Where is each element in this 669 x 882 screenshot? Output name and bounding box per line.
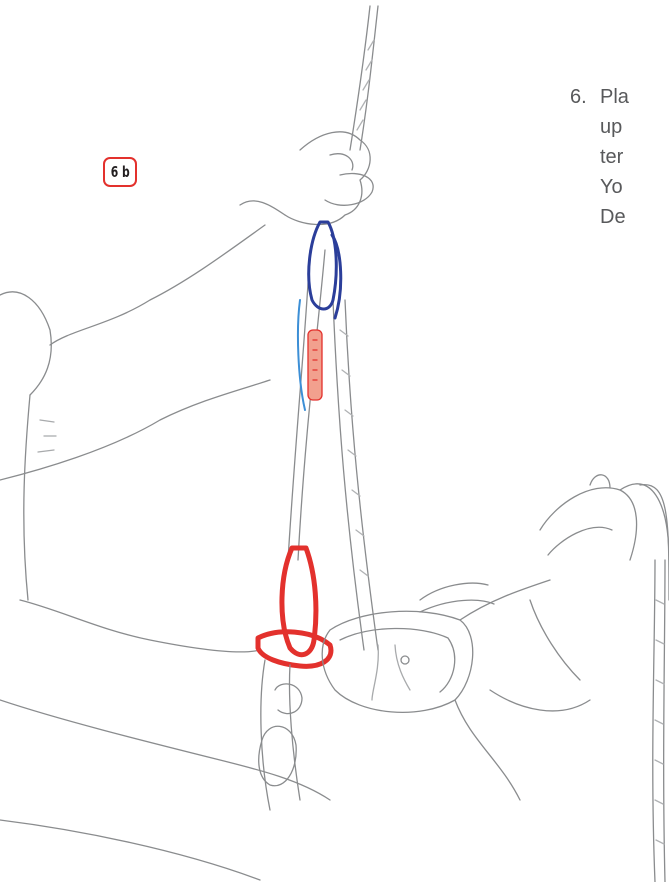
slack-rope-right xyxy=(620,484,669,882)
rescue-device xyxy=(322,580,550,712)
instruction-text: 6.Pla up ter Yo De xyxy=(570,82,669,382)
hand-lower xyxy=(455,475,637,800)
instruction-line: De xyxy=(570,202,669,232)
instruction-line-text: Pla xyxy=(600,86,629,108)
hand-upper xyxy=(240,132,373,225)
vertical-rope xyxy=(333,6,378,650)
red-carabiners xyxy=(258,548,331,666)
instruction-line: ter xyxy=(570,142,669,172)
figure-left xyxy=(0,225,330,880)
instruction-line: 6.Pla xyxy=(570,82,669,112)
sling-and-pulley xyxy=(288,250,325,560)
harness-hardware xyxy=(259,660,302,810)
instruction-line: Yo xyxy=(570,172,669,202)
step-badge-label: 6 b xyxy=(110,163,129,181)
step-number: 6. xyxy=(570,82,600,112)
instruction-line: up xyxy=(570,112,669,142)
step-badge: 6 b xyxy=(103,157,137,187)
